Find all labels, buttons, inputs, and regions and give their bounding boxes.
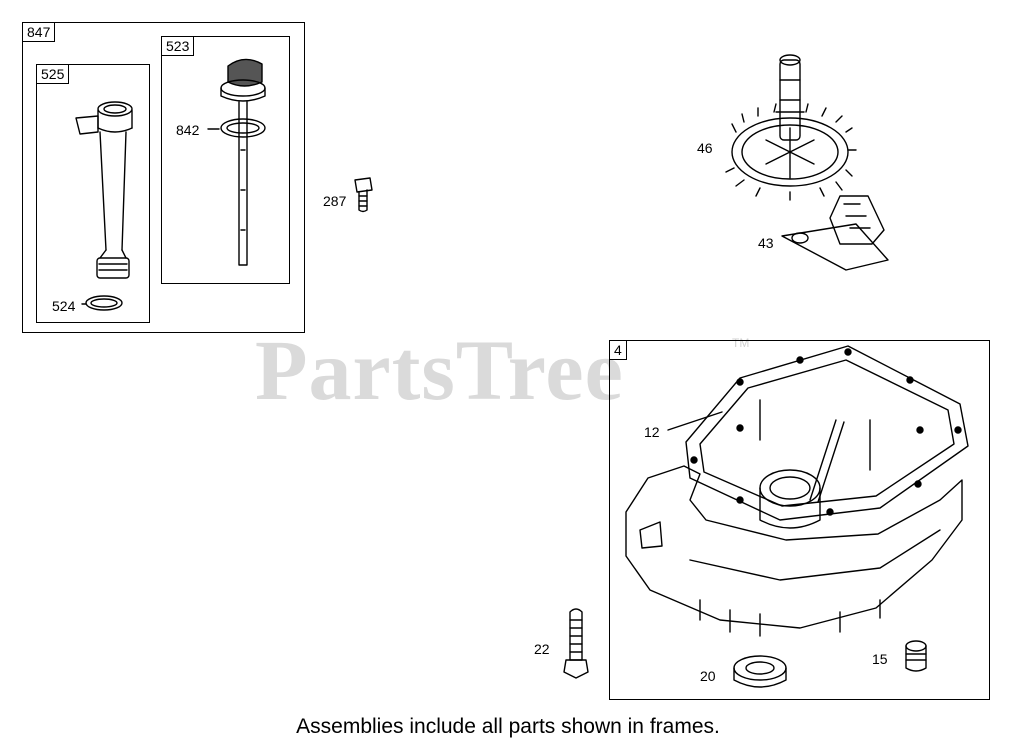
frame-525: 525 [36,64,150,323]
governor-assembly [781,195,889,271]
label-22: 22 [534,641,550,657]
bolt-22 [563,608,589,679]
label-46: 46 [697,140,713,156]
oil-seal-20 [733,655,787,688]
label-43: 43 [758,235,774,251]
label-842: 842 [176,122,200,138]
label-287: 287 [323,193,347,209]
camshaft-gear [725,54,857,201]
frame-523-tag: 523 [161,36,195,56]
leader-12 [667,411,723,431]
frame-4-tag: 4 [609,340,627,360]
watermark-trademark: TM [732,336,750,350]
watermark-text: PartsTree [255,322,624,418]
crankcase-sump [625,345,969,637]
label-15: 15 [872,651,888,667]
frame-525-tag: 525 [36,64,70,84]
diagram-caption: Assemblies include all parts shown in fr… [296,715,720,738]
frame-523: 523 [161,36,290,284]
bolt-287 [354,177,373,213]
label-20: 20 [700,668,716,684]
o-ring-524 [85,295,123,311]
oil-fill-tube [75,101,133,279]
frame-847: 847 [22,22,305,333]
drain-plug-15 [905,640,927,672]
dipstick [207,58,266,266]
label-524: 524 [52,298,76,314]
frame-847-tag: 847 [22,22,56,42]
frame-4: 4 [609,340,990,700]
label-12: 12 [644,424,660,440]
